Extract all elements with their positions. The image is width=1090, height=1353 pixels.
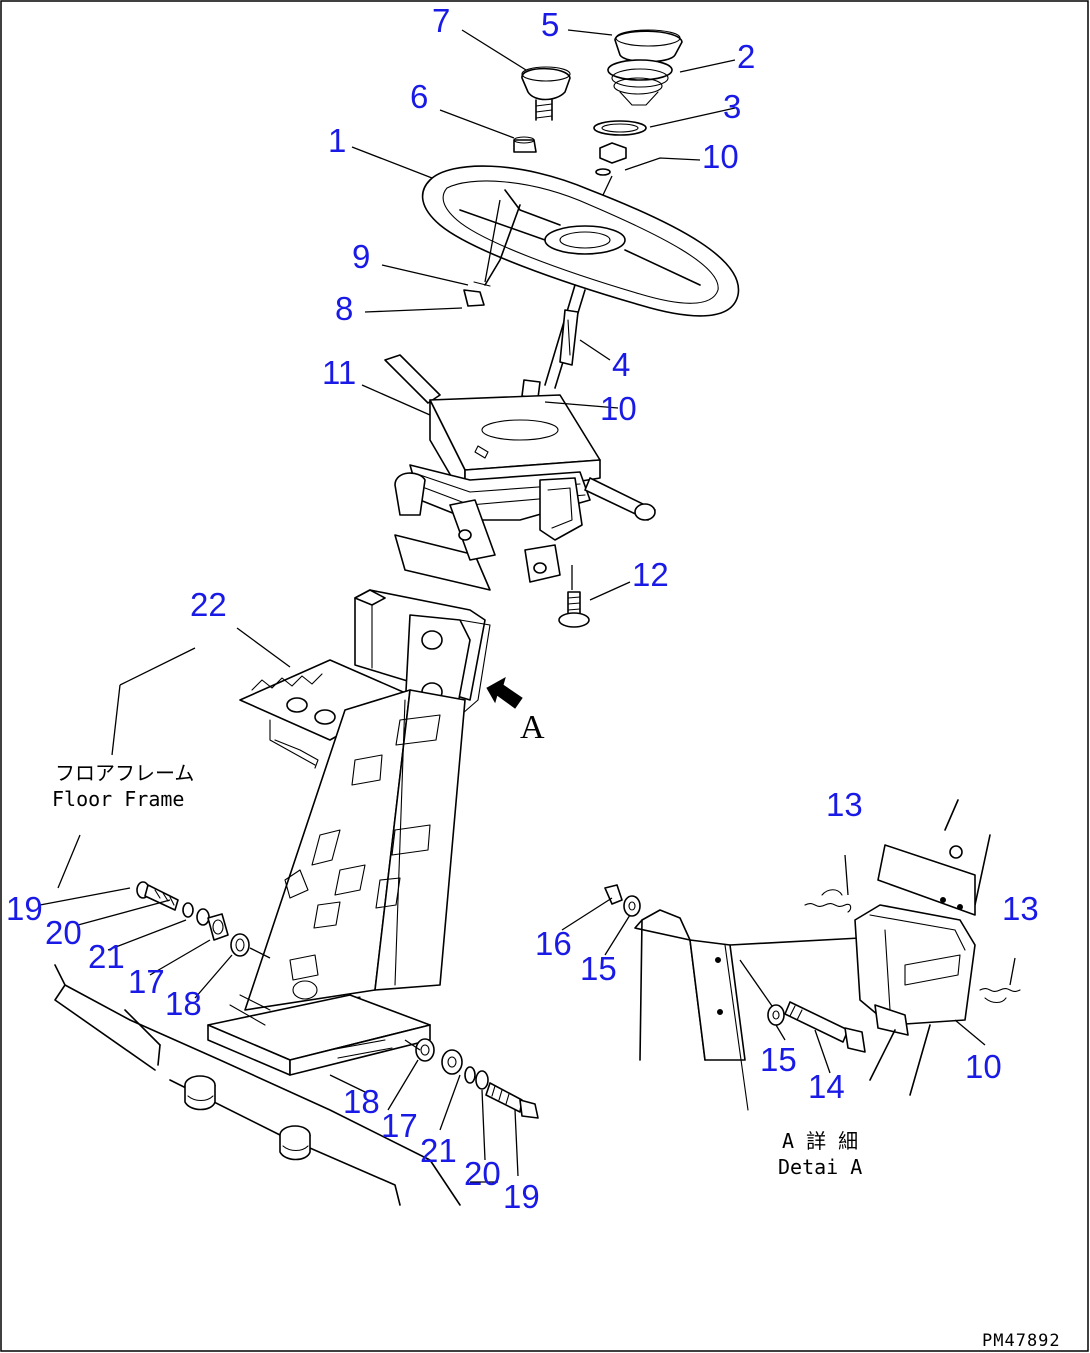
floor-frame-label-en: Floor Frame xyxy=(52,787,184,811)
callout-17-left: 17 xyxy=(128,963,165,1000)
right-fastener-set xyxy=(404,1038,539,1119)
floor-frame-label-jp: フロアフレーム xyxy=(55,761,194,785)
callout-19-left: 19 xyxy=(6,890,43,927)
callout-8: 8 xyxy=(335,290,353,327)
view-arrow-label: A xyxy=(520,709,545,746)
callout-14: 14 xyxy=(808,1068,845,1105)
column-post xyxy=(207,589,491,1076)
callout-13-left: 13 xyxy=(826,786,863,823)
callout-22: 22 xyxy=(190,586,227,623)
callout-7: 7 xyxy=(432,2,450,39)
column-head-assembly xyxy=(384,354,656,628)
left-fastener-set xyxy=(136,881,271,959)
callout-11: 11 xyxy=(322,354,356,391)
callout-numbers: 7 5 2 6 3 1 10 9 8 4 11 10 12 22 13 13 1… xyxy=(6,2,1039,1215)
callout-13-right: 13 xyxy=(1002,890,1039,927)
callout-9: 9 xyxy=(352,238,370,275)
callout-15-right: 15 xyxy=(760,1041,797,1078)
callout-10-mid: 10 xyxy=(600,390,637,427)
steering-wheel-assembly xyxy=(421,29,740,423)
callout-10-detail: 10 xyxy=(965,1048,1002,1085)
callout-1: 1 xyxy=(328,122,346,159)
callout-12: 12 xyxy=(632,556,669,593)
callout-20-right: 20 xyxy=(464,1155,501,1192)
callout-19-right: 19 xyxy=(503,1178,540,1215)
callout-5: 5 xyxy=(541,6,559,43)
callout-17-right: 17 xyxy=(381,1107,418,1144)
detail-a-view xyxy=(604,799,1021,1111)
callout-2: 2 xyxy=(737,38,755,75)
detail-a-label-jp: A 詳 細 xyxy=(782,1129,858,1153)
callout-10-top: 10 xyxy=(702,138,739,175)
callout-20-left: 20 xyxy=(45,914,82,951)
callout-15-left: 15 xyxy=(580,950,617,987)
callout-21-right: 21 xyxy=(420,1132,457,1169)
callout-21-left: 21 xyxy=(88,938,125,975)
callout-4: 4 xyxy=(612,346,630,383)
drawing-code: PM47892 xyxy=(982,1331,1061,1351)
callout-3: 3 xyxy=(723,88,741,125)
callout-18-left: 18 xyxy=(165,985,202,1022)
detail-a-label-en: Detai A xyxy=(778,1155,862,1179)
callout-leaders xyxy=(39,29,986,1183)
callout-16: 16 xyxy=(535,925,572,962)
floor-frame xyxy=(54,647,461,1206)
callout-18-right: 18 xyxy=(343,1083,380,1120)
callout-6: 6 xyxy=(410,78,428,115)
view-arrow-a xyxy=(486,676,523,709)
